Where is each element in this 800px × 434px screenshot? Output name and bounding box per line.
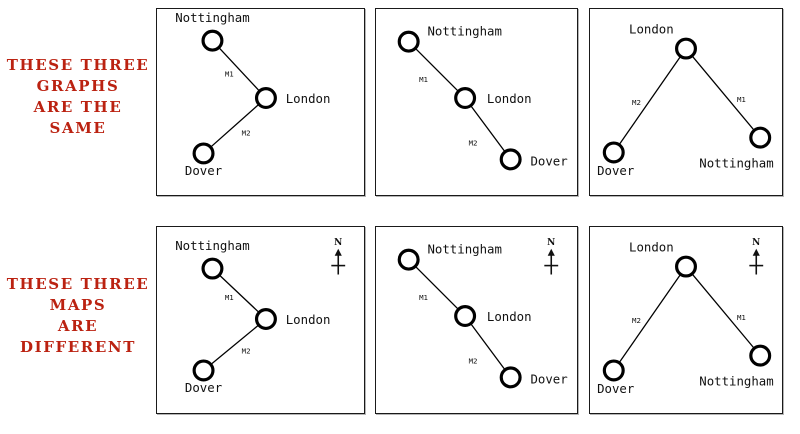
city-label-dover: Dover <box>530 372 567 386</box>
node-london[interactable] <box>254 308 277 330</box>
city-label-dover: Dover <box>597 164 634 178</box>
road-label-m1: M1 <box>225 293 234 302</box>
caption-line: MAPS <box>49 296 107 314</box>
node-nottingham[interactable] <box>397 30 420 53</box>
road-label-m2: M2 <box>632 316 641 325</box>
edge-m1 <box>691 273 755 349</box>
caption-line: THESE THREE <box>6 275 150 293</box>
road-label-m1: M1 <box>419 293 428 302</box>
caption-line: GRAPHS <box>36 77 120 95</box>
north-letter: N <box>334 238 342 248</box>
north-arrowhead <box>334 248 342 256</box>
road-label-m1: M1 <box>737 313 746 322</box>
edge-m2 <box>210 103 260 148</box>
node-nottingham[interactable] <box>397 248 420 271</box>
edge-m2 <box>470 323 506 371</box>
caption-line: ARE THE <box>33 98 123 116</box>
node-dover[interactable] <box>499 366 522 389</box>
city-label-nottingham: Nottingham <box>699 374 773 388</box>
edge-m2 <box>210 324 260 365</box>
caption-line: ARE <box>57 317 99 335</box>
node-nottingham[interactable] <box>201 29 224 52</box>
city-label-dover: Dover <box>597 382 634 396</box>
city-label-london: London <box>286 313 331 327</box>
caption-line: THESE THREE <box>6 56 150 74</box>
node-dover[interactable] <box>499 148 522 171</box>
road-label-m2: M2 <box>469 139 478 148</box>
edge-m1 <box>414 265 459 310</box>
city-label-london: London <box>487 92 532 106</box>
city-label-nottingham: Nottingham <box>427 25 501 39</box>
north-arrow-icon: N <box>749 238 764 275</box>
node-london[interactable] <box>254 87 277 110</box>
road-label-m1: M1 <box>225 69 234 78</box>
node-nottingham[interactable] <box>749 126 772 149</box>
city-label-dover: Dover <box>530 154 567 168</box>
city-label-nottingham: Nottingham <box>427 243 501 257</box>
city-label-london: London <box>286 92 331 106</box>
road-label-m2: M2 <box>632 98 641 107</box>
city-label-london: London <box>487 310 532 324</box>
north-arrow-icon: N <box>331 238 346 275</box>
road-label-m2: M2 <box>242 129 251 138</box>
edge-m1 <box>414 47 459 92</box>
node-london[interactable] <box>675 255 697 278</box>
node-nottingham[interactable] <box>201 257 224 280</box>
node-london[interactable] <box>675 37 697 60</box>
north-letter: N <box>752 238 760 248</box>
city-label-dover: Dover <box>185 381 222 395</box>
caption-line: DIFFERENT <box>20 338 136 356</box>
city-label-london: London <box>629 23 674 37</box>
edge-m1 <box>218 274 260 314</box>
road-label-m1: M1 <box>419 75 428 84</box>
edge-m1 <box>691 55 755 131</box>
north-arrow-icon: N <box>544 238 559 275</box>
edge-m2 <box>618 273 682 364</box>
edge-m2 <box>618 55 682 146</box>
city-label-dover: Dover <box>185 164 222 178</box>
node-dover[interactable] <box>602 141 625 164</box>
north-arrowhead <box>547 248 555 256</box>
node-dover[interactable] <box>192 142 215 165</box>
city-label-nottingham: Nottingham <box>175 239 249 253</box>
city-label-london: London <box>629 241 674 255</box>
north-letter: N <box>547 238 555 248</box>
road-label-m2: M2 <box>469 357 478 366</box>
node-nottingham[interactable] <box>749 344 772 367</box>
north-arrowhead <box>752 248 760 256</box>
these-three-graphs-are-the-same: THESE THREE GRAPHS ARE THE SAME <box>0 55 156 139</box>
node-dover[interactable] <box>192 359 215 382</box>
node-dover[interactable] <box>602 359 625 382</box>
edge-m1 <box>218 47 261 92</box>
node-london[interactable] <box>454 305 477 328</box>
these-three-maps-are-different: THESE THREE MAPS ARE DIFFERENT <box>0 274 156 358</box>
road-label-m2: M2 <box>242 347 251 356</box>
city-label-nottingham: Nottingham <box>699 156 773 170</box>
edge-m2 <box>470 105 506 153</box>
road-label-m1: M1 <box>737 95 746 104</box>
node-london[interactable] <box>454 87 477 110</box>
caption-line: SAME <box>49 119 107 137</box>
city-label-nottingham: Nottingham <box>175 11 249 25</box>
